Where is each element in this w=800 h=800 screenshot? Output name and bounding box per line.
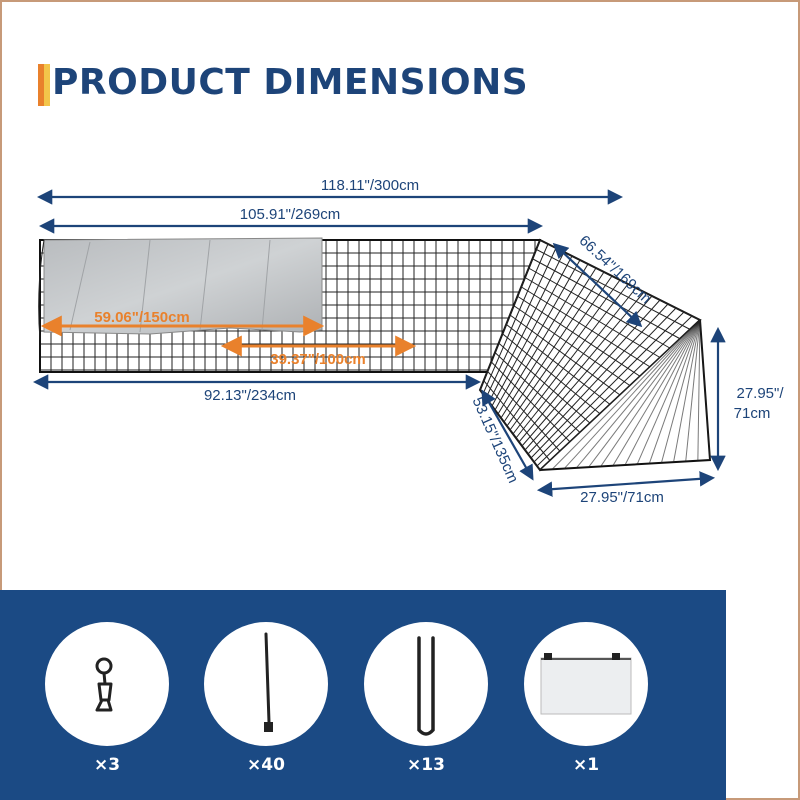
cover-offset-label: 39.37"/100cm xyxy=(270,351,366,368)
bottom-length-label: 92.13"/234cm xyxy=(204,387,296,404)
title-accent-yellow xyxy=(44,64,50,106)
title-accent-orange xyxy=(38,64,44,106)
accessory-storage-bag xyxy=(524,622,648,746)
ground-stake-icon xyxy=(417,636,435,736)
side-length-arrow xyxy=(481,389,534,481)
storage-bag-icon xyxy=(540,653,632,715)
end-width-arrow xyxy=(536,471,716,497)
a-frame-enclosure xyxy=(478,238,712,472)
accessory-cable-tie xyxy=(204,622,328,746)
end-width-label: 27.95"/71cm xyxy=(580,489,664,506)
quantity-storage-bag: ×1 xyxy=(572,755,600,775)
page-title: PRODUCT DIMENSIONS xyxy=(52,62,529,103)
accessory-snap-hook xyxy=(45,622,169,746)
diagonal-arrow xyxy=(552,242,643,328)
cable-tie-icon xyxy=(264,632,273,732)
snap-hook-icon xyxy=(95,657,113,712)
overall-length-label: 118.11"/300cm xyxy=(321,177,419,194)
quantity-snap-hook: ×3 xyxy=(93,755,121,775)
cover-width-label: 59.06"/150cm xyxy=(94,309,190,326)
accessory-ground-stake xyxy=(364,622,488,746)
cover-section-label: 105.91"/269cm xyxy=(240,206,340,223)
dimension-diagram: 118.11"/300cm 105.91"/269cm 66.54"/169cm… xyxy=(32,177,784,506)
height-label-line2: 71cm xyxy=(734,405,771,422)
quantity-ground-stake: ×13 xyxy=(407,755,445,775)
quantity-cable-tie: ×40 xyxy=(247,755,285,775)
height-label-line1: 27.95"/ xyxy=(736,385,784,402)
